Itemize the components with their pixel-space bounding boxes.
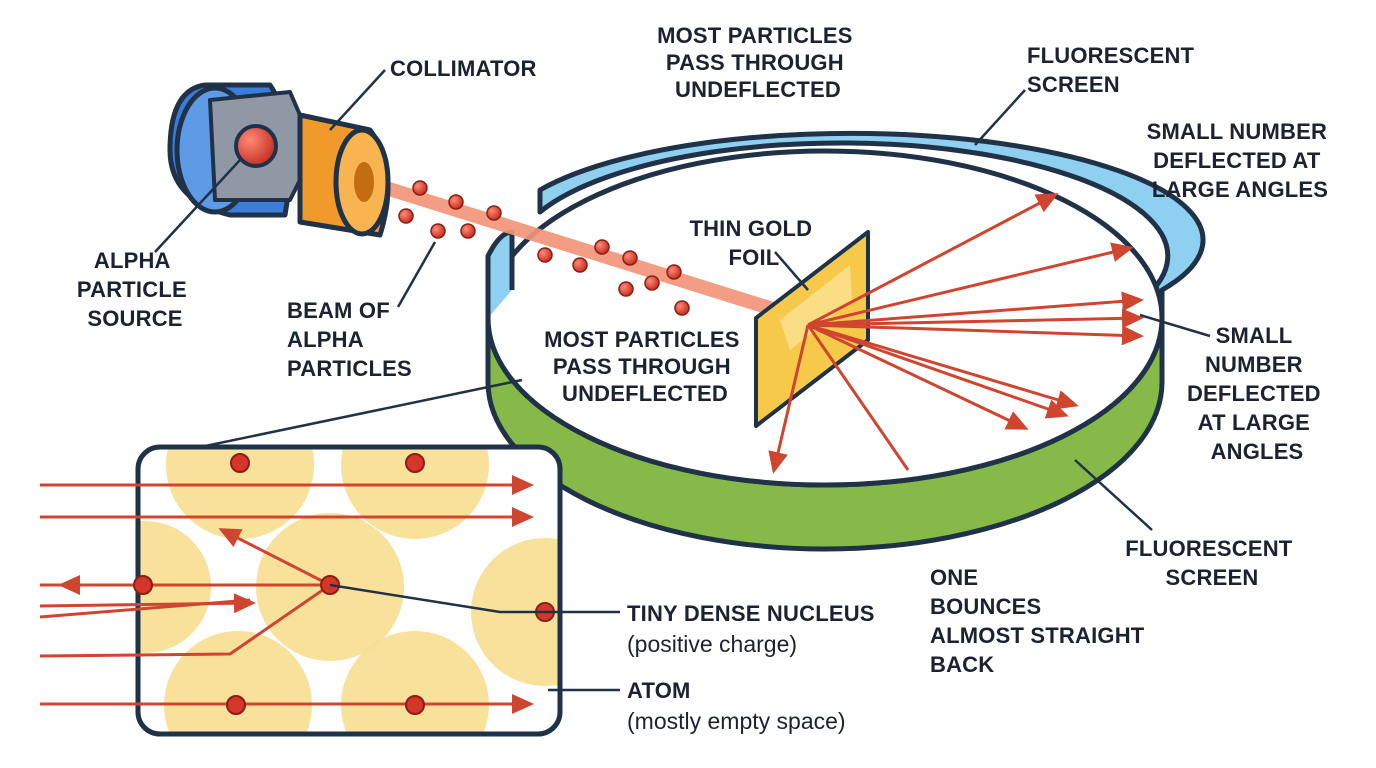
beam-particles [398, 180, 690, 316]
label-bounce: ONE BOUNCES ALMOST STRAIGHT BACK [930, 565, 1151, 677]
label-top-undeflected: MOST PARTICLES PASS THROUGH UNDEFLECTED [657, 23, 859, 102]
alpha-particle [618, 281, 634, 297]
nucleus [226, 695, 246, 715]
alpha-particle [537, 247, 553, 263]
alpha-source-assembly [167, 82, 391, 238]
label-atom: ATOM (mostly empty space) [627, 678, 846, 734]
leader-beam [396, 241, 437, 308]
deflected-path-arrow [39, 593, 256, 614]
deflected-path-arrow [39, 583, 331, 658]
alpha-source-ball [234, 124, 278, 168]
nucleus [405, 695, 425, 715]
alpha-particle [460, 223, 476, 239]
label-fluorescent-bottom: FLUORESCENT SCREEN [1125, 536, 1299, 590]
alpha-particle [398, 208, 414, 224]
deflected-arrow [806, 324, 910, 471]
deflected-arrow [807, 323, 1069, 419]
alpha-particle [674, 300, 690, 316]
label-gold-foil: THIN GOLD FOIL [689, 216, 818, 270]
deflection-arrows [768, 193, 1144, 474]
deflected-arrow [807, 193, 1059, 327]
deflected-arrow [807, 323, 1029, 430]
labels: COLLIMATOR ALPHA PARTICLE SOURCE BEAM OF… [77, 23, 1334, 734]
leader-collimator [329, 69, 386, 131]
nucleus [405, 453, 425, 473]
deflected-arrow [807, 291, 1144, 327]
leader-fluorescent-top [974, 89, 1026, 146]
label-small-number-top: SMALL NUMBER DEFLECTED AT LARGE ANGLES [1147, 119, 1334, 202]
deflected-arrow [807, 323, 1144, 346]
alpha-particle [486, 205, 502, 221]
label-collimator: COLLIMATOR [390, 56, 537, 81]
atom-inset [39, 444, 620, 737]
deflected-arrow [807, 242, 1134, 327]
label-nucleus: TINY DENSE NUCLEUS (positive charge) [627, 601, 879, 657]
nucleus [230, 453, 250, 473]
foil-shine [780, 265, 852, 350]
alpha-particle [448, 194, 464, 210]
alpha-particle [430, 223, 446, 239]
label-fluorescent-top: FLUORESCENT SCREEN [1027, 43, 1201, 97]
alpha-particle [412, 180, 428, 196]
leader-small-number [1139, 313, 1211, 338]
alpha-particle [644, 275, 660, 291]
deflected-arrow [768, 324, 810, 474]
leader-nucleus [329, 583, 620, 614]
alpha-particle [666, 264, 682, 280]
alpha-particle [622, 250, 638, 266]
alpha-particle [594, 239, 610, 255]
deflected-arrow [807, 308, 1144, 329]
label-center-undeflected: MOST PARTICLES PASS THROUGH UNDEFLECTED [544, 327, 746, 406]
nucleus [133, 575, 153, 595]
label-small-number-right: SMALL NUMBER DEFLECTED AT LARGE ANGLES [1187, 323, 1327, 464]
collimator-hole [354, 162, 374, 202]
leader-gold-foil [774, 251, 809, 291]
label-alpha-source: ALPHA PARTICLE SOURCE [77, 248, 193, 331]
deflected-arrow [807, 323, 1079, 410]
alpha-particle [572, 257, 588, 273]
label-beam: BEAM OF ALPHA PARTICLES [287, 298, 412, 381]
leader-fluorescent-bottom [1074, 459, 1153, 531]
leader-source [154, 159, 241, 253]
deflected-path-arrow [218, 528, 331, 587]
